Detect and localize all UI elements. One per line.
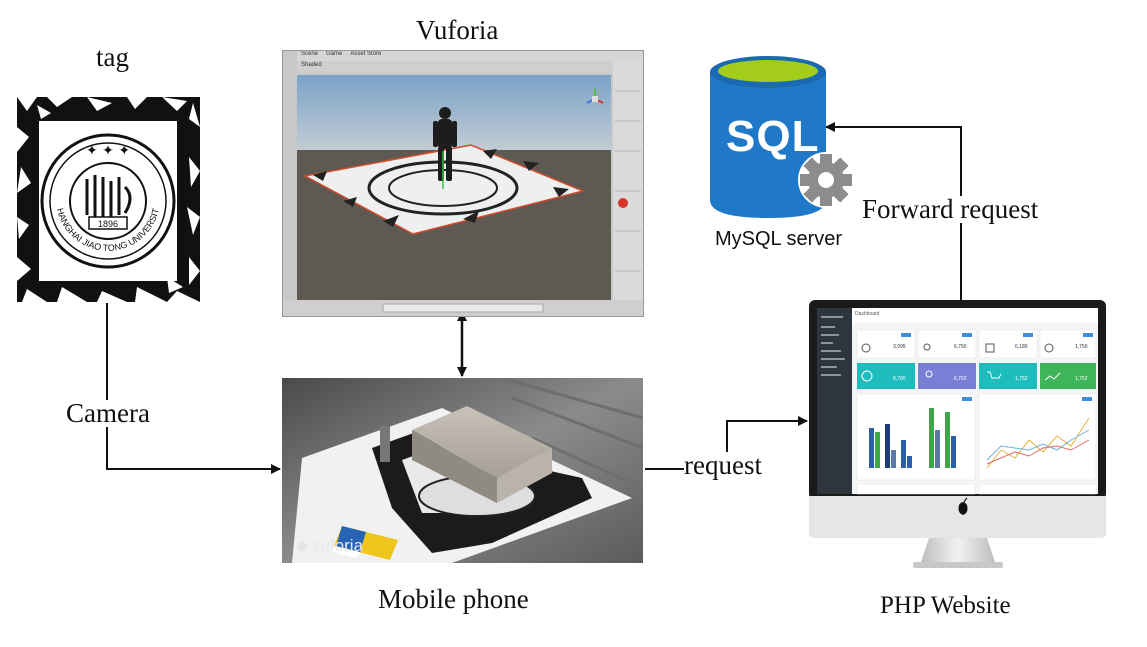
mobile-phone-screenshot: vuforia (282, 378, 643, 563)
stat-value-2: 6,750 (954, 344, 967, 350)
tag-marker-image: 1896 SHANGHAI JIAO TONG UNIVERSITY ✦ ✦ ✦ (17, 97, 200, 302)
dashboard-title: Dashboard (855, 311, 880, 317)
gear-icon (798, 152, 854, 208)
camera-label: Camera (64, 398, 152, 428)
mobile-phone-label: Mobile phone (378, 584, 529, 614)
unity-editor-screenshot: Scene Game Asset Store Shaded (282, 50, 644, 317)
sql-database-icon: SQL (706, 52, 866, 224)
request-label: request (684, 450, 762, 480)
tag-label: tag (96, 42, 129, 72)
stat-value-3: 6,180 (1015, 344, 1028, 350)
highlight-value-2: 6,752 (954, 376, 967, 382)
svg-text:✦ ✦ ✦: ✦ ✦ ✦ (86, 143, 130, 159)
mysql-server-label: MySQL server (715, 228, 843, 250)
unity-tab-game: Game (326, 51, 343, 57)
highlight-value-3: 1,752 (1015, 376, 1028, 382)
forward-request-label: Forward request (860, 194, 1041, 224)
vuforia-label: Vuforia (416, 15, 499, 45)
php-website-label: PHP Website (880, 592, 1011, 619)
website-to-sql-arrow (825, 122, 962, 300)
sql-logo-text: SQL (726, 112, 820, 161)
php-website-monitor: Dashboard 3,995 6,750 6,180 1,750 8,780 … (809, 300, 1106, 570)
tag-year: 1896 (98, 219, 118, 229)
highlight-value-1: 8,780 (893, 376, 906, 382)
unity-shading-mode: Shaded (301, 62, 322, 68)
vuforia-watermark: vuforia (312, 536, 364, 555)
unity-tab-asset-store: Asset Store (350, 51, 382, 57)
stat-value-4: 1,750 (1075, 344, 1088, 350)
highlight-value-4: 1,752 (1075, 376, 1088, 382)
stat-value-1: 3,995 (893, 344, 906, 350)
tag-to-phone-arrow (106, 303, 281, 474)
unity-tab-scene: Scene (301, 51, 319, 57)
